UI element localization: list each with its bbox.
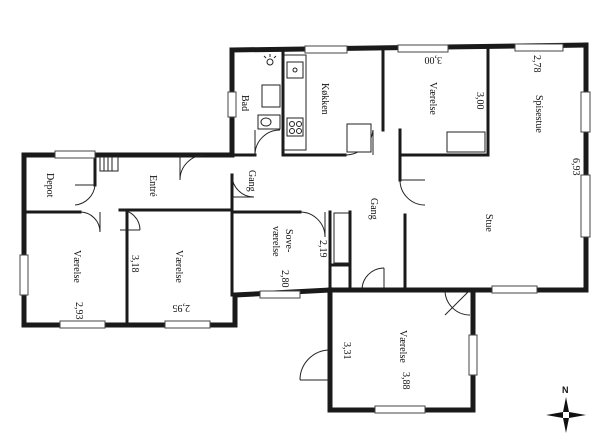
room-label-stue: Stue bbox=[483, 214, 494, 232]
north-label: N bbox=[562, 385, 569, 395]
fixtures bbox=[99, 54, 486, 264]
room-label-gang-left: Gang bbox=[246, 170, 257, 192]
room-label-sove-1: Sove- bbox=[283, 229, 294, 252]
room-label-depot: Depot bbox=[44, 173, 55, 198]
stove bbox=[286, 117, 304, 137]
room-label-kokken: Køkken bbox=[319, 83, 330, 115]
room-label-vaerelse-top: Værelse bbox=[427, 82, 438, 115]
dimension-labels: 3,00 3,00 2,78 6,93 3,18 2,93 2,95 2,19 … bbox=[73, 54, 581, 390]
dim-3-00-side: 3,00 bbox=[474, 92, 485, 110]
dim-2-78: 2,78 bbox=[531, 55, 542, 73]
north-arrow: N bbox=[546, 385, 586, 433]
room-label-bad: Bad bbox=[239, 95, 250, 111]
wardrobe-vaerelse bbox=[446, 131, 486, 153]
dim-2-93: 2,93 bbox=[73, 302, 84, 320]
depot-stairs bbox=[99, 156, 119, 172]
closet-sove bbox=[333, 212, 350, 264]
room-label-spisestue: Spisestue bbox=[533, 95, 544, 133]
room-label-sove-2: værelse bbox=[270, 226, 281, 257]
kitchen-cabinet bbox=[346, 123, 372, 153]
room-label-vaerelse-bottom: Værelse bbox=[397, 330, 408, 363]
interior-walls bbox=[22, 46, 490, 327]
room-label-entre: Entré bbox=[147, 175, 158, 197]
shower-icon bbox=[263, 54, 277, 66]
kitchen-sink bbox=[286, 61, 304, 79]
bathtub bbox=[261, 84, 281, 108]
dim-3-00-top: 3,00 bbox=[425, 54, 443, 65]
room-labels: Bad Køkken Værelse Spisestue Depot Entré… bbox=[44, 82, 544, 363]
room-label-vaerelse-left: Værelse bbox=[71, 250, 82, 283]
dim-3-18: 3,18 bbox=[129, 255, 140, 273]
dim-2-80: 2,80 bbox=[279, 270, 290, 288]
dim-2-19: 2,19 bbox=[317, 240, 328, 258]
room-label-gang-center: Gang bbox=[368, 198, 379, 220]
doors bbox=[74, 129, 471, 381]
room-label-vaerelse-mid: Værelse bbox=[173, 250, 184, 283]
dim-2-95: 2,95 bbox=[173, 302, 191, 313]
dim-3-88: 3,88 bbox=[400, 372, 411, 390]
windows bbox=[19, 43, 591, 414]
dim-6-93: 6,93 bbox=[570, 158, 581, 176]
dim-3-31: 3,31 bbox=[341, 342, 352, 360]
